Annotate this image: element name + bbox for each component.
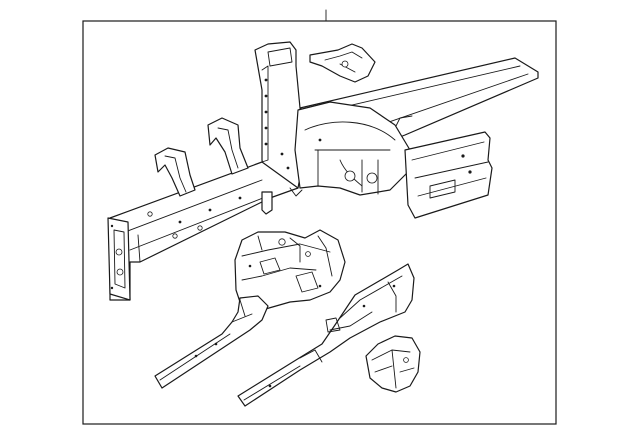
upper-bracket <box>309 43 376 83</box>
lower-rail-right <box>237 263 415 407</box>
lower-rail-left <box>154 295 269 389</box>
small-bracket <box>365 335 421 393</box>
frame-rail-assembly <box>107 41 539 301</box>
apron-reinforcement <box>234 229 346 311</box>
diagram-frame <box>82 20 557 425</box>
